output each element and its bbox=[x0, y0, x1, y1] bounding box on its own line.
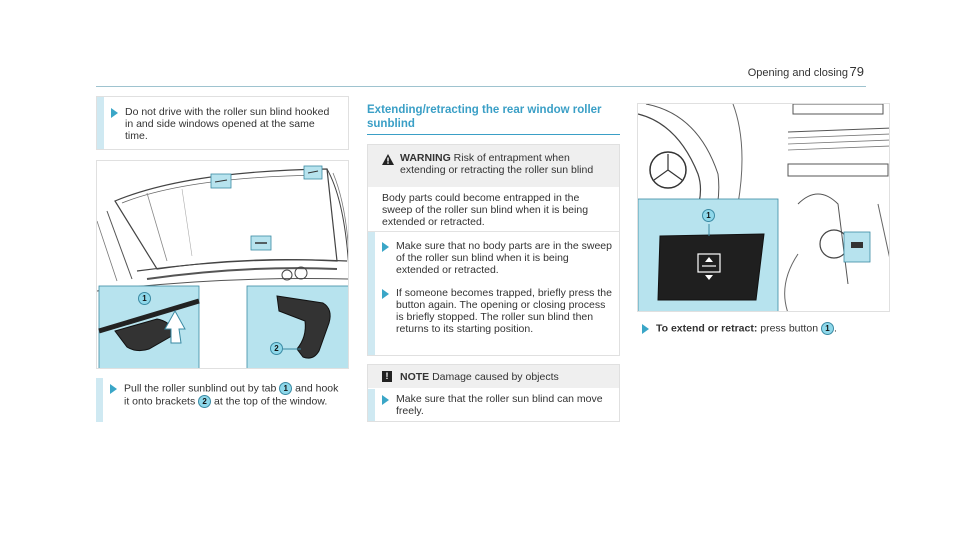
inline-label-1: 1 bbox=[279, 382, 293, 395]
note-bullet: Make sure that the roller sun blind can … bbox=[396, 393, 603, 417]
warning-box: WARNING Risk of entrapment when extendin… bbox=[367, 144, 620, 356]
heading-rule bbox=[367, 134, 620, 135]
note-box-drive: Do not drive with the roller sun blind h… bbox=[96, 96, 349, 150]
note-box: ! NOTE Damage caused by objects Make sur… bbox=[367, 364, 620, 422]
bullet-arrow-icon bbox=[111, 108, 118, 118]
margin-bar bbox=[96, 378, 103, 422]
inline-label-2: 2 bbox=[198, 395, 212, 408]
note-title: NOTE Damage caused by objects bbox=[400, 371, 559, 383]
figure-label-bracket: 2 bbox=[270, 342, 283, 355]
margin-bar bbox=[368, 232, 375, 355]
section-heading: Extending/retracting the rear window rol… bbox=[367, 104, 602, 130]
margin-bar bbox=[368, 389, 375, 421]
section-title-header: Opening and closing bbox=[747, 67, 848, 79]
bullet-text: Do not drive with the roller sun blind h… bbox=[125, 106, 330, 142]
bullet-text-pull-sunblind: Pull the roller sunblind out by tab 1 an… bbox=[124, 382, 339, 408]
warning-bullet-1: Make sure that no body parts are in the … bbox=[396, 240, 612, 276]
note-header bbox=[368, 365, 619, 388]
warning-header bbox=[368, 145, 619, 187]
header-rule bbox=[96, 86, 866, 87]
bullet-arrow-icon bbox=[382, 289, 389, 299]
note-exclamation-icon: ! bbox=[382, 371, 392, 382]
page-number: 79 bbox=[849, 64, 864, 79]
warning-bullet-2: If someone becomes trapped, briefly pres… bbox=[396, 287, 612, 335]
bullet-arrow-icon bbox=[382, 242, 389, 252]
figure-console-button: 1 bbox=[637, 103, 890, 312]
margin-bar bbox=[97, 97, 104, 149]
warning-text: Body parts could become entrapped in the… bbox=[382, 192, 589, 228]
bullet-text-extend-retract: To extend or retract: press button 1. bbox=[656, 322, 837, 335]
bullet-arrow-icon bbox=[382, 395, 389, 405]
warning-title: WARNING Risk of entrapment when extendin… bbox=[400, 152, 594, 176]
bullet-arrow-icon bbox=[110, 384, 117, 394]
inline-label-1: 1 bbox=[820, 322, 834, 335]
figure-rear-window: 1 2 bbox=[96, 160, 349, 369]
warning-triangle-icon bbox=[382, 154, 394, 165]
figure-label-button: 1 bbox=[702, 209, 715, 222]
figure-label-tab: 1 bbox=[138, 292, 151, 305]
divider bbox=[368, 231, 619, 232]
bullet-arrow-icon bbox=[642, 324, 649, 334]
